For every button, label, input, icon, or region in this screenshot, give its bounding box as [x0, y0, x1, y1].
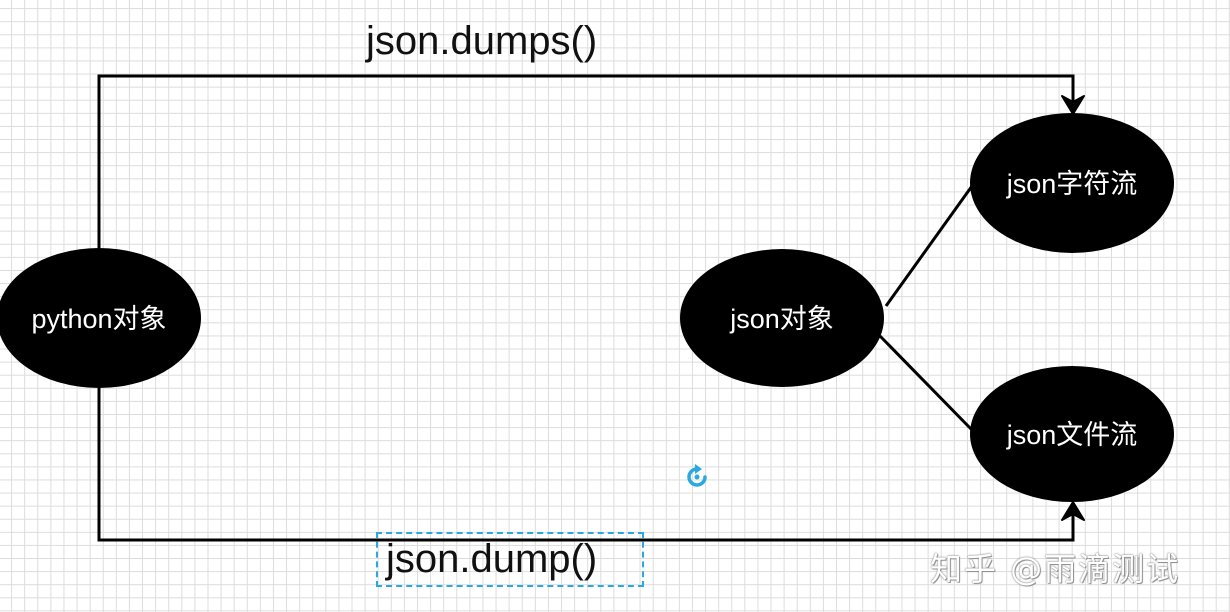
rotate-handle-icon[interactable]: [684, 464, 710, 490]
selection-box[interactable]: [376, 532, 644, 587]
node-json-object[interactable]: json对象: [680, 249, 884, 387]
arrowhead-dump: [1061, 501, 1085, 521]
edge-dump[interactable]: [97, 388, 1085, 542]
edge-label-dumps[interactable]: json.dumps(): [366, 19, 598, 63]
arrowhead-dumps: [1061, 95, 1085, 115]
edge-dumps[interactable]: [97, 74, 1085, 248]
node-json-file-stream-label: json文件流: [1006, 420, 1138, 450]
node-json-string-stream[interactable]: json字符流: [970, 113, 1174, 253]
node-python-object[interactable]: python对象: [0, 248, 201, 388]
node-python-object-label: python对象: [31, 304, 166, 334]
edge-json-to-file[interactable]: [878, 334, 974, 432]
node-json-file-stream[interactable]: json文件流: [970, 366, 1174, 502]
node-json-object-label: json对象: [729, 304, 834, 334]
edge-label-dump[interactable]: json.dump(): [386, 537, 598, 581]
watermark-text: 知乎 @雨滴测试: [930, 550, 1181, 588]
edge-json-to-string[interactable]: [884, 185, 974, 307]
node-json-string-stream-label: json字符流: [1006, 169, 1138, 199]
